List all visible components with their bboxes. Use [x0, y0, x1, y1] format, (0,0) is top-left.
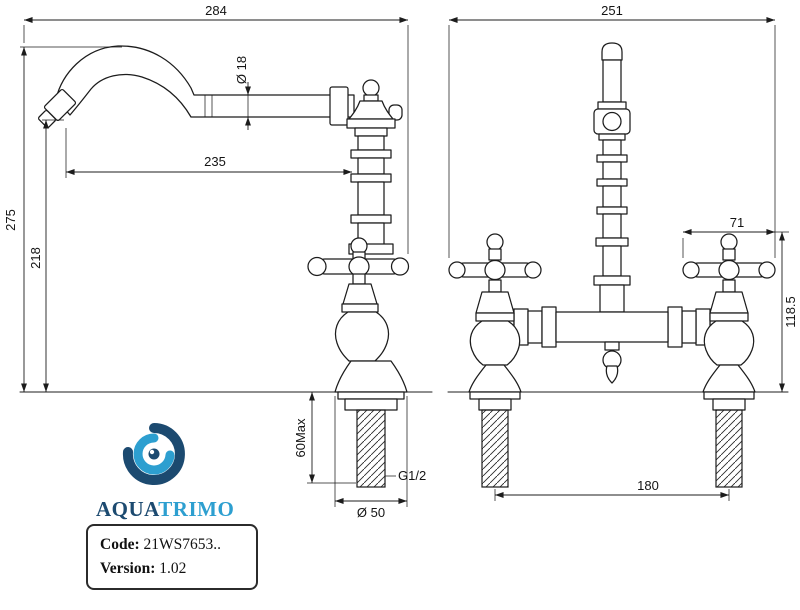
dim-hole-centres: 180	[637, 478, 659, 493]
logo-swirl-icon	[122, 423, 185, 485]
bridge-body	[499, 306, 725, 348]
dim-overall-height: 275	[3, 209, 18, 231]
valve-body-side	[334, 311, 408, 393]
center-ornament	[602, 341, 622, 384]
left-valve-front	[448, 233, 542, 393]
dim-spout-height: 218	[28, 247, 43, 269]
side-view: 284 275 218 235 Ø 18	[3, 3, 433, 520]
version-row: Version: 1.02	[100, 557, 244, 581]
code-value: 21WS7653..	[143, 536, 221, 553]
dimensions-side: 284 275 218 235 Ø 18	[3, 3, 426, 520]
right-valve-front	[682, 233, 776, 393]
dim-overall-width-front: 251	[601, 3, 623, 18]
dim-deck-max: 60Max	[293, 418, 308, 458]
dim-overall-width-side: 284	[205, 3, 227, 18]
title-block: Code: 21WS7653.. Version: 1.02	[86, 524, 258, 591]
front-view: 251 71 118.5 180	[447, 3, 798, 501]
deck-and-shank-side	[19, 391, 433, 488]
dim-handle-width: 71	[730, 215, 744, 230]
deck-and-shanks-front	[447, 391, 789, 488]
code-row: Code: 21WS7653..	[100, 533, 244, 557]
dimensions-front: 251 71 118.5 180	[448, 3, 798, 501]
dim-thread-size: G1/2	[398, 468, 426, 483]
cross-handle-side	[307, 237, 410, 313]
dim-body-height: 118.5	[783, 296, 798, 328]
dim-spout-diameter: Ø 18	[234, 56, 249, 84]
version-label: Version:	[100, 560, 156, 578]
brand-word-primary: AQUA	[96, 497, 159, 521]
spout-column-front	[593, 42, 631, 313]
dim-base-diameter: Ø 50	[357, 505, 385, 520]
spout-column	[346, 79, 403, 255]
code-label: Code:	[100, 536, 140, 553]
brand-word-secondary: TRIMO	[158, 497, 235, 521]
brand-logo: AQUATRIMO	[96, 418, 234, 522]
spout	[38, 45, 355, 128]
brand-wordmark: AQUATRIMO	[96, 497, 234, 522]
version-value: 1.02	[159, 560, 187, 578]
dim-spout-reach: 235	[204, 154, 226, 169]
